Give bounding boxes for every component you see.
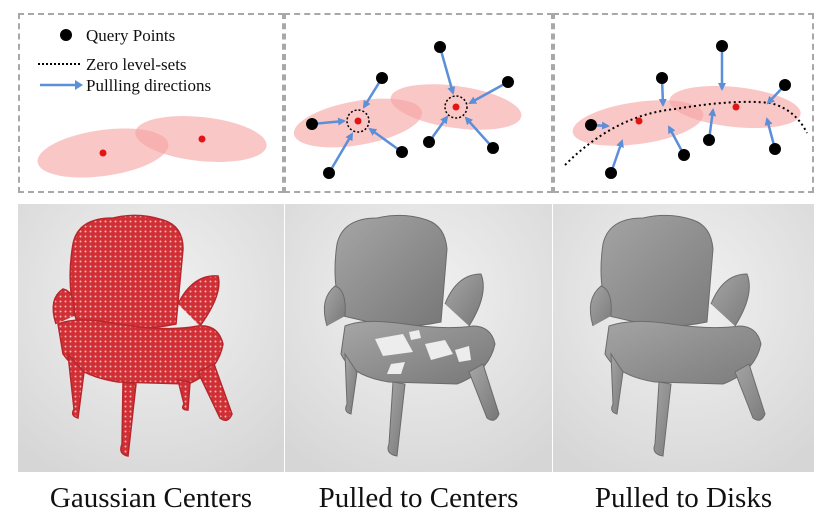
red-chair-image <box>18 204 284 472</box>
legend-panel-drawing: Query Points Zero level-sets Pullling di… <box>37 26 267 178</box>
gaussian-center-right <box>732 103 740 111</box>
red-chair-shape <box>52 214 233 457</box>
smooth-chair-shape <box>589 214 766 457</box>
gray-chair-holes-image <box>285 204 552 472</box>
gaussian-center-right <box>198 135 206 143</box>
gaussian-center-left <box>635 117 643 125</box>
pulled-to-disks-render <box>553 204 814 472</box>
gaussian-center-left <box>99 149 107 157</box>
caption-pulled-to-disks: Pulled to Disks <box>594 482 773 514</box>
legend-zero-level-sets: Zero level-sets <box>86 55 187 74</box>
legend-query-points: Query Points <box>86 26 175 45</box>
zero-level-set-curve <box>564 100 808 166</box>
query-points <box>585 40 791 179</box>
pull-to-disks-drawing <box>564 40 808 179</box>
gaussian-centers-render <box>18 204 284 472</box>
pulling-arrows <box>311 46 509 174</box>
legend-panel: Query Points Zero level-sets Pullling di… <box>18 13 284 193</box>
query-points <box>306 41 514 179</box>
pull-to-centers-drawing <box>293 41 522 179</box>
pulled-to-centers-render <box>285 204 552 472</box>
gaussian-center-right <box>452 103 460 111</box>
center-ring-left <box>346 109 370 133</box>
caption-pulled-to-centers: Pulled to Centers <box>318 482 519 514</box>
pull-to-centers-panel <box>284 13 553 193</box>
gray-chair-smooth-image <box>553 204 814 472</box>
pulling-direction-legend-arrowhead <box>75 80 83 90</box>
pull-to-disks-panel <box>553 13 814 193</box>
legend-pulling-directions: Pullling directions <box>86 76 211 95</box>
caption-gaussian-centers: Gaussian Centers <box>49 482 253 514</box>
query-point-legend-icon <box>60 29 72 41</box>
gray-chair-shape <box>323 214 500 457</box>
surface-holes <box>375 330 471 374</box>
center-ring-right <box>444 95 468 119</box>
gaussian-center-left <box>354 117 362 125</box>
